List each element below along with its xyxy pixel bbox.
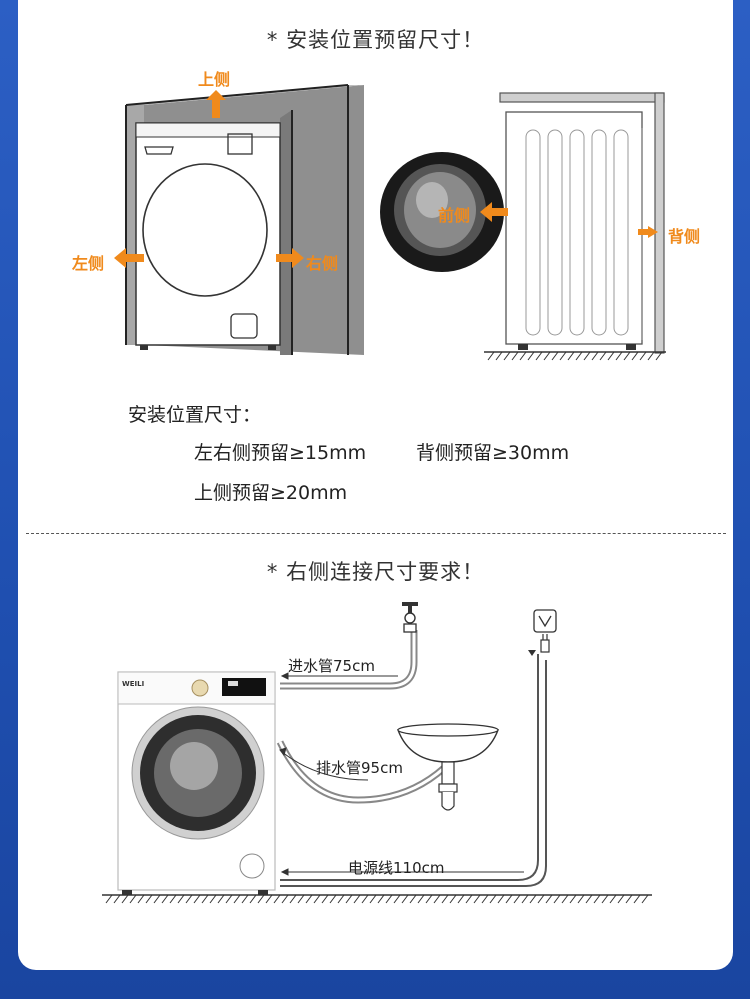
arrow-right bbox=[276, 248, 304, 268]
drain-label: 排水管95cm bbox=[316, 759, 403, 777]
label-back: 背侧 bbox=[668, 227, 701, 246]
label-front: 前侧 bbox=[438, 206, 471, 225]
power-length-arrow bbox=[280, 868, 524, 876]
label-right: 右侧 bbox=[306, 254, 339, 273]
arrow-back bbox=[638, 226, 658, 238]
inlet-label: 进水管75cm bbox=[288, 657, 375, 675]
inlet-length-arrow bbox=[280, 672, 398, 680]
floor-hatch-top bbox=[487, 351, 663, 361]
brand-logo: WEILI bbox=[122, 680, 145, 688]
label-left: 左侧 bbox=[72, 254, 105, 273]
power-cord bbox=[280, 609, 557, 887]
drain-hose bbox=[276, 723, 500, 811]
spec-heading: 安装位置尺寸： bbox=[128, 404, 262, 426]
enclosure-side-view bbox=[380, 92, 666, 354]
spec-top: 上侧预留≥20mm bbox=[194, 482, 348, 504]
spec-back: 背侧预留≥30mm bbox=[416, 442, 570, 464]
drain-length-arrow bbox=[279, 747, 369, 781]
section2-title: * 右侧连接尺寸要求！ bbox=[266, 560, 485, 584]
arrow-top bbox=[206, 90, 226, 118]
connection-washer bbox=[117, 671, 276, 895]
arrow-front bbox=[480, 202, 508, 222]
installation-illustration bbox=[102, 84, 666, 904]
enclosure-front-view bbox=[125, 84, 364, 355]
arrow-left bbox=[114, 248, 144, 268]
floor-hatch-bottom bbox=[105, 894, 649, 904]
section1-title: * 安装位置预留尺寸！ bbox=[266, 28, 485, 52]
label-top: 上侧 bbox=[198, 70, 231, 89]
inlet-hose bbox=[280, 602, 418, 690]
power-label: 电源线110cm bbox=[348, 859, 445, 877]
section-divider bbox=[26, 533, 726, 534]
spec-side: 左右侧预留≥15mm bbox=[194, 442, 367, 464]
content-card: * 安装位置预留尺寸！ bbox=[18, 0, 733, 970]
